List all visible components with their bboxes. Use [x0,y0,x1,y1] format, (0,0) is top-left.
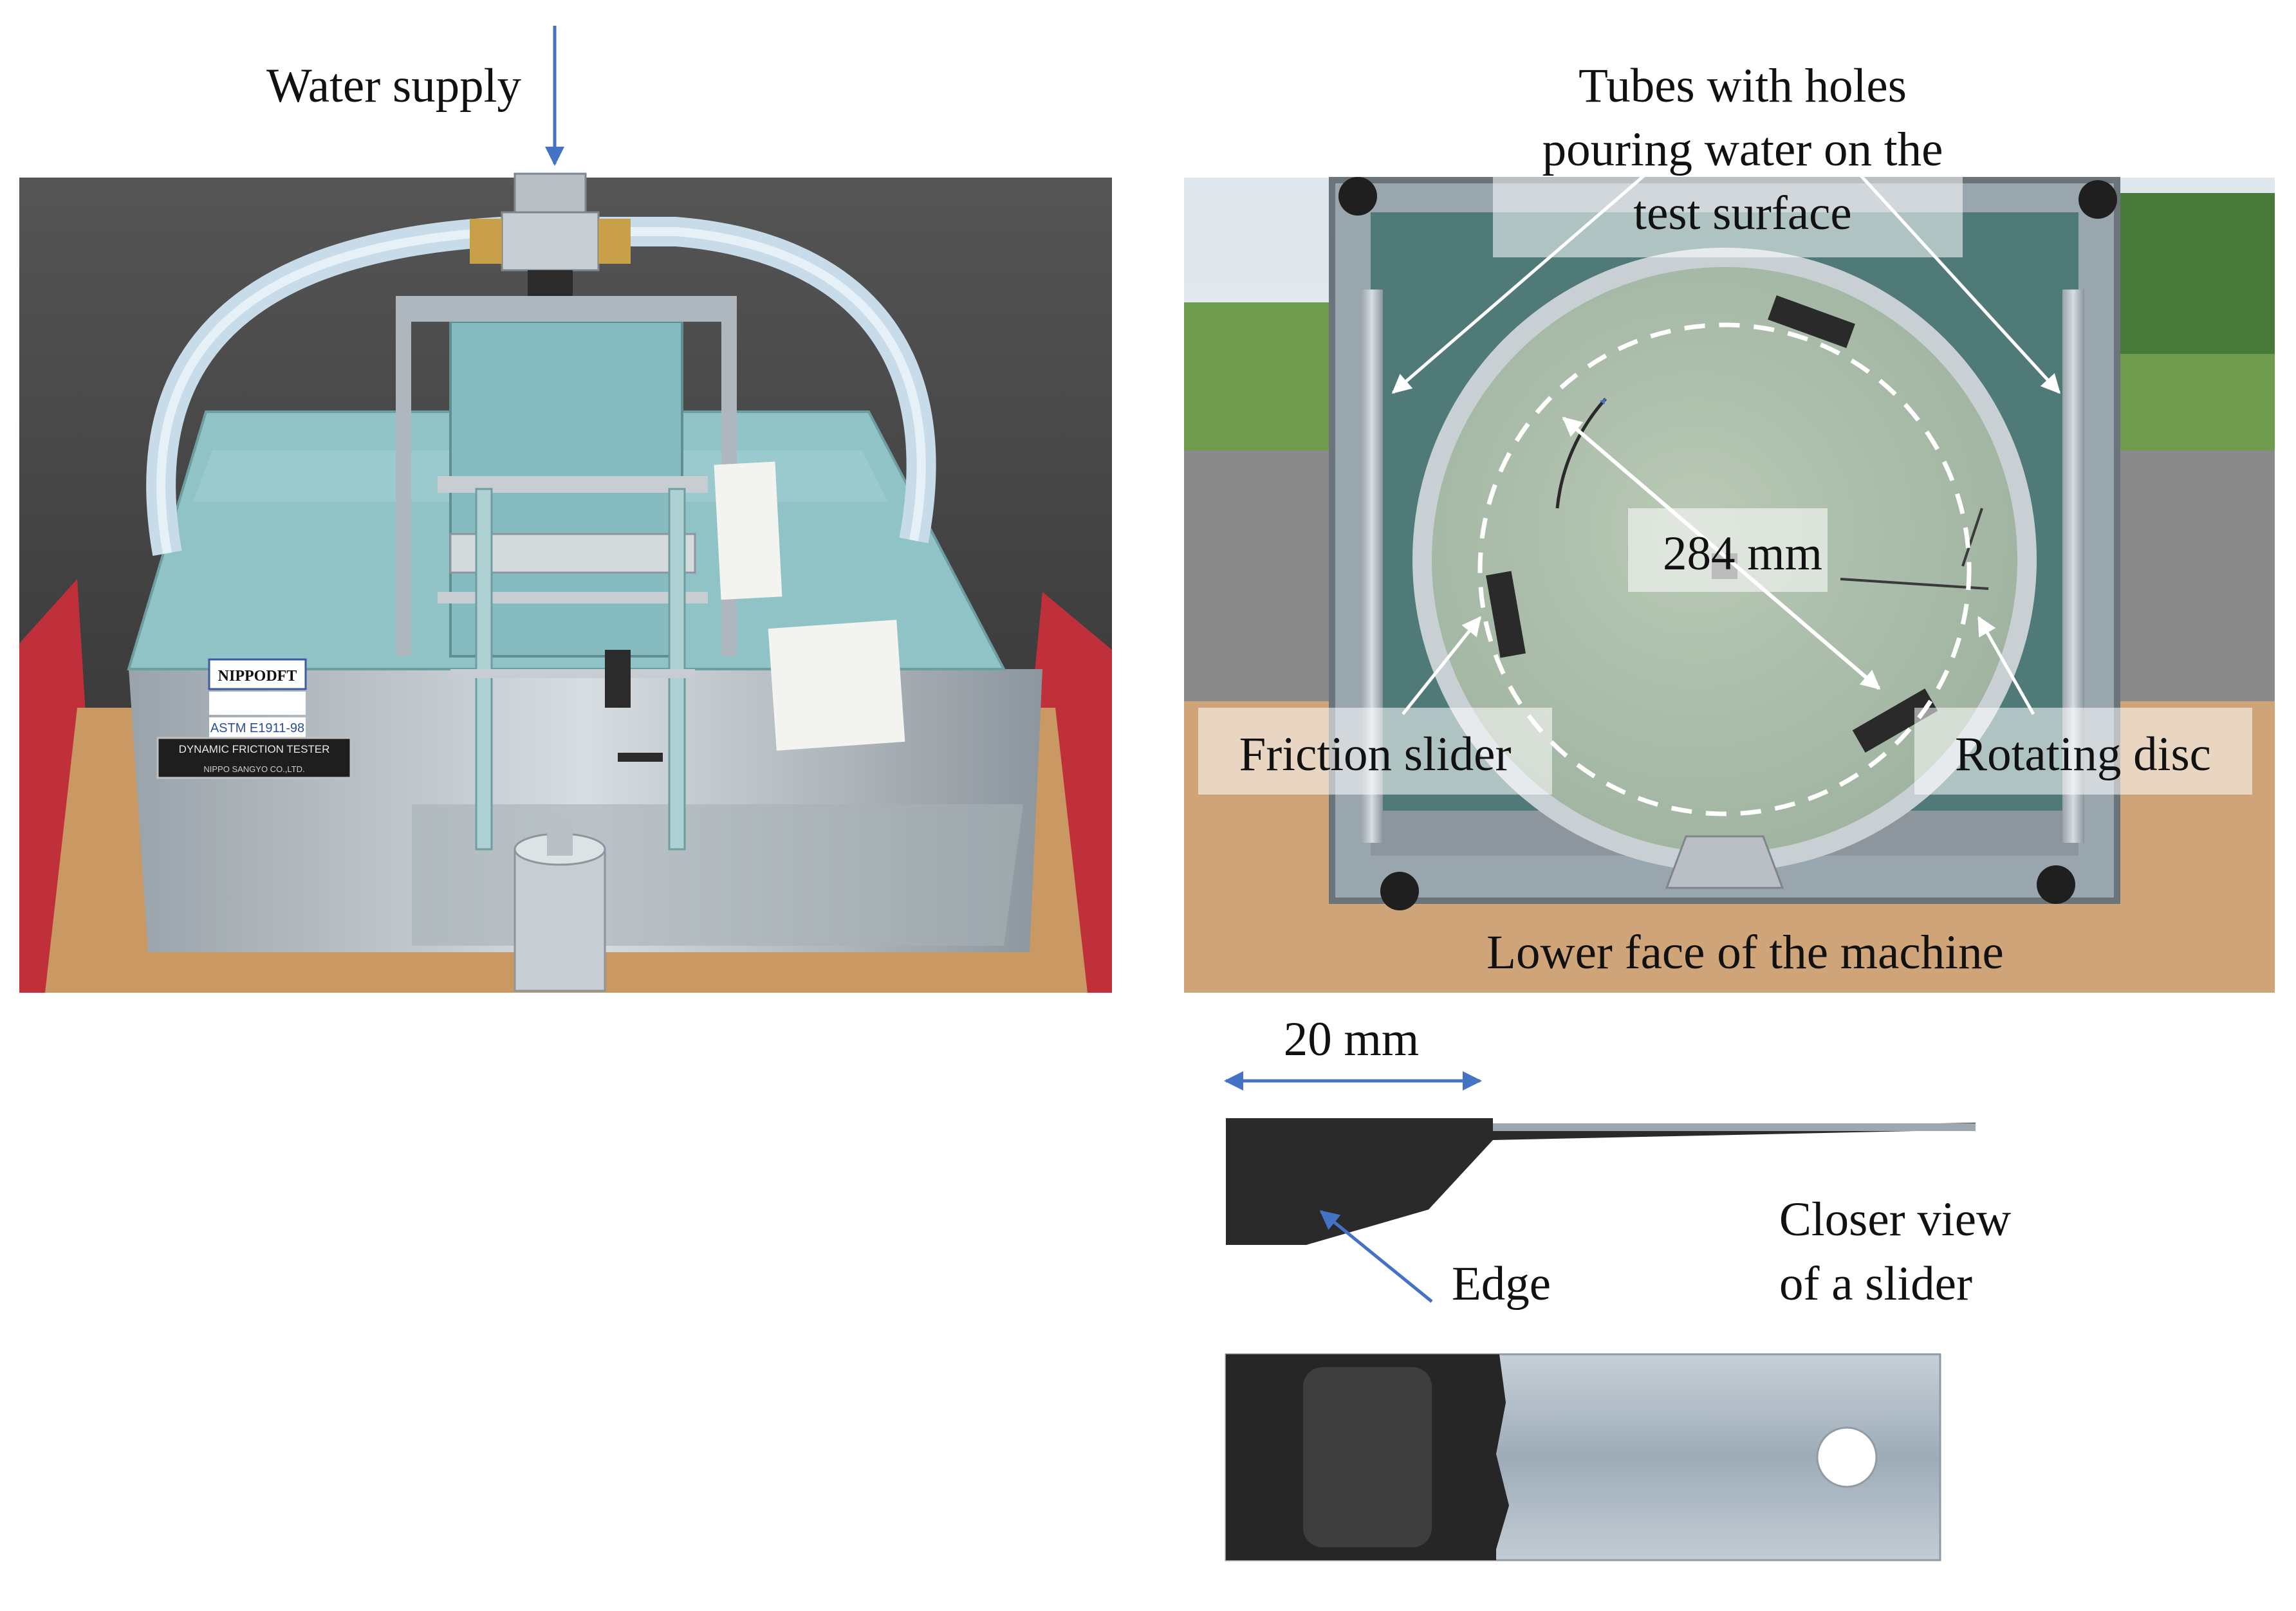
tester-photo: NIPPODFT ASTM E1911-98 DYNAMIC FRICTION … [19,172,1112,993]
tubes-label-line2: pouring water on the [1542,123,1943,176]
tubes-right-arrow [1852,166,2061,394]
rotating-disc-arrow [1977,616,2035,715]
slider-track-circle [1477,322,1972,816]
standard-plate-text: ASTM E1911-98 [210,721,304,735]
model-plate-text: DYNAMIC FRICTION TESTER [179,743,330,755]
rotating-disc-label: Rotating disc [1955,728,2211,781]
diameter-label: 284 mm [1663,527,1822,580]
friction-slider-arrow [1402,616,1481,715]
width-20mm-label: 20 mm [1284,1013,1419,1066]
tubes-label-line1: Tubes with holes [1578,59,1907,113]
closer-view-line1: Closer view [1779,1193,2011,1246]
maker-plate-text: NIPPO SANGYO CO.,LTD. [203,764,304,774]
edge-label: Edge [1452,1257,1551,1311]
water-supply-label: Water supply [266,59,521,113]
tester-nameplates: NIPPODFT ASTM E1911-98 DYNAMIC FRICTION … [156,658,352,779]
slider-top-view [1225,1353,1941,1561]
friction-slider-label: Friction slider [1239,728,1512,781]
lower-face-label: Lower face of the machine [1486,926,2004,979]
tubes-left-arrow [1391,166,1655,394]
edge-arrow [1319,1210,1433,1303]
closer-view-line2: of a slider [1779,1257,1972,1311]
tubes-label-line3: test surface [1633,187,1851,240]
brand-plate-text: NIPPODFT [218,668,297,685]
